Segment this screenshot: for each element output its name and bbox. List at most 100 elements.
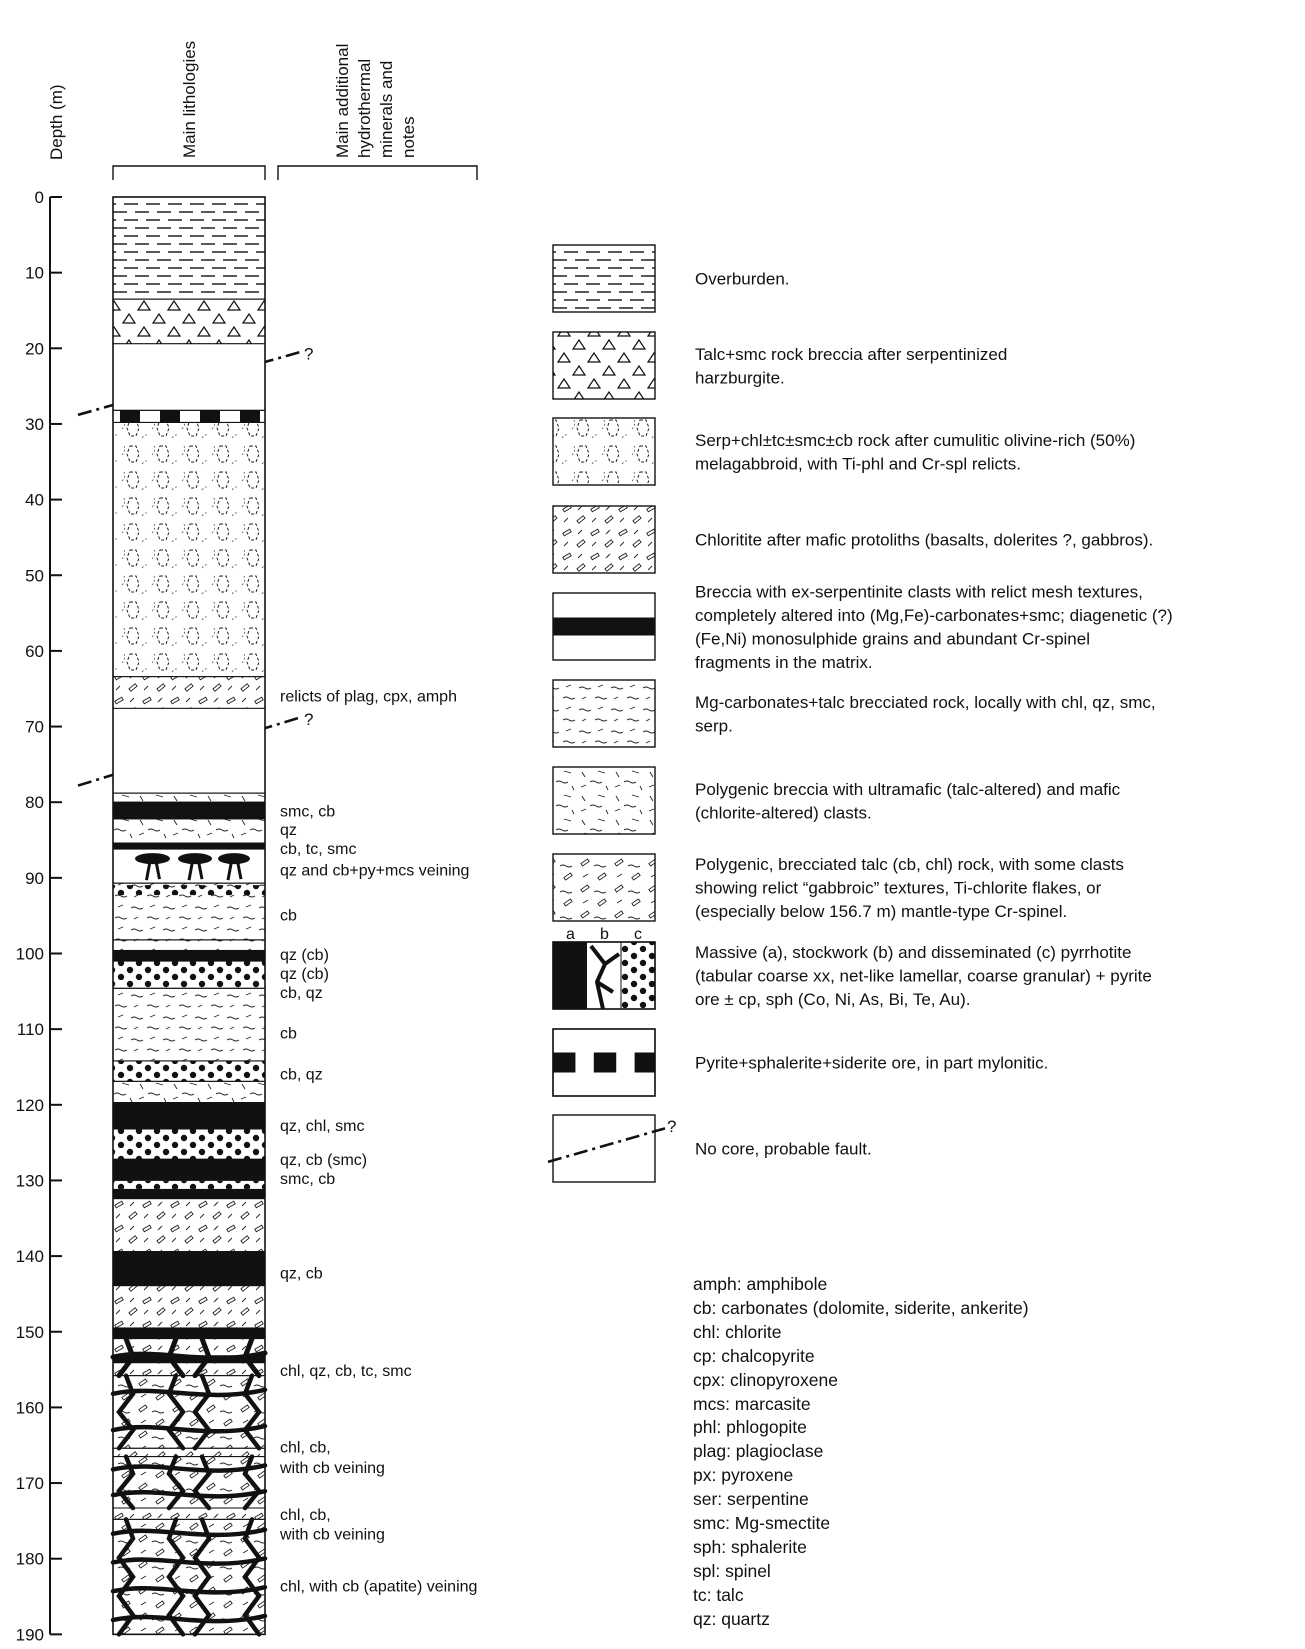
depth-tick-label: 170 [16,1474,44,1493]
log-unit-fill [112,842,266,850]
abbreviation-item: ser: serpentine [693,1489,809,1510]
legend-text-line: (chlorite-altered) clasts. [695,803,872,822]
swatch-sublabel: b [600,926,609,943]
abbreviation-item: plag: plagioclase [693,1441,824,1462]
legend-text-line: (especially below 156.7 m) mantle-type C… [695,902,1067,921]
vein-line [166,1454,186,1511]
vein-line [166,1517,186,1637]
vein-line [192,1373,212,1451]
swatch-disseminated [621,942,655,1009]
log-unit-fill [112,707,266,794]
log-unit-fill [112,818,266,844]
log-unit-fill [112,1080,266,1104]
log-unit-fill [112,1447,266,1458]
vein-line [242,1517,262,1637]
legend-text-line: serp. [695,716,733,735]
depth-tick-label: 90 [25,869,44,888]
legend-swatch [552,853,656,922]
log-unit-mg-carbonate-rock [112,939,266,951]
depth-tick-label: 60 [25,642,44,661]
depth-tick-label: 160 [16,1398,44,1417]
log-unit-fill [112,1060,266,1082]
depth-tick-label: 80 [25,793,44,812]
vein-line [116,1336,136,1379]
legend-text-line: Massive (a), stockwork (b) and dissemina… [695,943,1131,962]
note-label: cb [280,1026,297,1043]
depth-tick-label: 110 [17,1020,44,1039]
legend-swatch [552,417,656,486]
log-unit-thin-band [112,1447,266,1458]
vein-line [110,1584,268,1595]
vein-line [110,1423,268,1434]
depth-tick-label: 120 [16,1096,44,1115]
abbreviation-item: smc: Mg-smectite [693,1513,831,1534]
abbreviation-item: sph: sphalerite [693,1536,807,1557]
log-column-border [112,196,266,1636]
legend-item-carbonate-breccia: Breccia with ex-serpentinite clasts with… [552,582,1173,672]
swatch-gap [616,1052,635,1073]
log-unit-fill [112,939,266,951]
fault-question-mark: ? [304,345,313,364]
log-unit-fill [112,1375,266,1449]
legend-item-talc-breccia: Talc+smc rock breccia after serpentinize… [552,331,1007,400]
swatch-sublabel: a [566,926,575,943]
legend-text-line: Mg-carbonates+talc brecciated rock, loca… [695,693,1156,712]
legend-swatch [552,1114,656,1183]
legend-text-line: ore ± cp, sph (Co, Ni, As, Bi, Te, Au). [695,990,970,1009]
log-unit-no-core [112,707,266,794]
log-unit-massive-ore [112,949,266,962]
note-label: chl, cb, [280,1507,331,1524]
legend-text-line: Talc+smc rock breccia after serpentinize… [695,345,1007,364]
log-unit-fill [112,343,266,411]
abbreviation-item: phl: phlogopite [693,1417,807,1438]
log-unit-circles [113,805,265,816]
notes-bracket [277,165,478,180]
fault-question-mark: ? [304,710,313,729]
log-unit-massive-ore [112,1327,266,1340]
vein-line [242,1454,262,1511]
legend-item-polygenic-breccia: Polygenic breccia with ultramafic (talc-… [552,766,1121,835]
depth-tick-label: 130 [16,1171,44,1190]
log-unit-fill [112,1198,266,1253]
abbreviation-item: cb: carbonates (dolomite, siderite, anke… [693,1297,1029,1318]
note-label: relicts of plag, cpx, amph [280,688,457,705]
note-label: chl, qz, cb, tc, smc [280,1363,412,1380]
ore-cap [218,853,250,865]
depth-tick-label: 20 [25,339,44,358]
legend-item-mg-carbonate-rock: Mg-carbonates+talc brecciated rock, loca… [552,679,1156,748]
depth-tick-label: 180 [16,1550,44,1569]
legend-text-line: Pyrite+sphalerite+siderite ore, in part … [695,1054,1048,1073]
log-unit-veined-rock [110,1454,268,1511]
legend-text-line: Polygenic, brecciated talc (cb, chl) roc… [695,855,1124,874]
log-unit-fill [112,676,266,709]
legend-swatch [552,505,656,574]
log-unit-fill [112,987,266,1062]
note-label: cb, qz [280,985,323,1002]
log-unit-massive-ore [112,842,266,850]
note-label: cb, qz [280,1067,323,1084]
legend: Overburden.Talc+smc rock breccia after s… [547,244,1173,1183]
legend-swatch [552,331,656,400]
note-label: with cb veining [279,1526,385,1543]
log-unit-massive-disseminated-ore [112,1158,266,1200]
note-label: qz, chl, smc [280,1118,364,1135]
abbreviation-item: spl: spinel [693,1560,771,1581]
log-unit-carbonate-breccia [112,801,266,820]
vein-line [192,1517,212,1637]
swatch-band [553,1052,655,1073]
swatch-stockwork [589,944,621,1010]
notes-header-line: Main additional [333,44,352,158]
depth-tick-label: 70 [25,718,44,737]
log-unit-veined-rock [110,1517,268,1637]
log-unit-chloritite [112,1285,266,1329]
note-label: cb [280,908,297,925]
swatch-gap [575,1052,594,1073]
note-label: qz and cb+py+mcs veining [280,862,469,879]
vein-line [110,1488,268,1499]
log-unit-mg-carbonate-rock [112,987,266,1062]
legend-swatch [552,244,656,313]
note-label: chl, cb, [280,1439,331,1456]
log-unit-fill [112,1327,266,1340]
note-label: smc, cb [280,803,335,820]
